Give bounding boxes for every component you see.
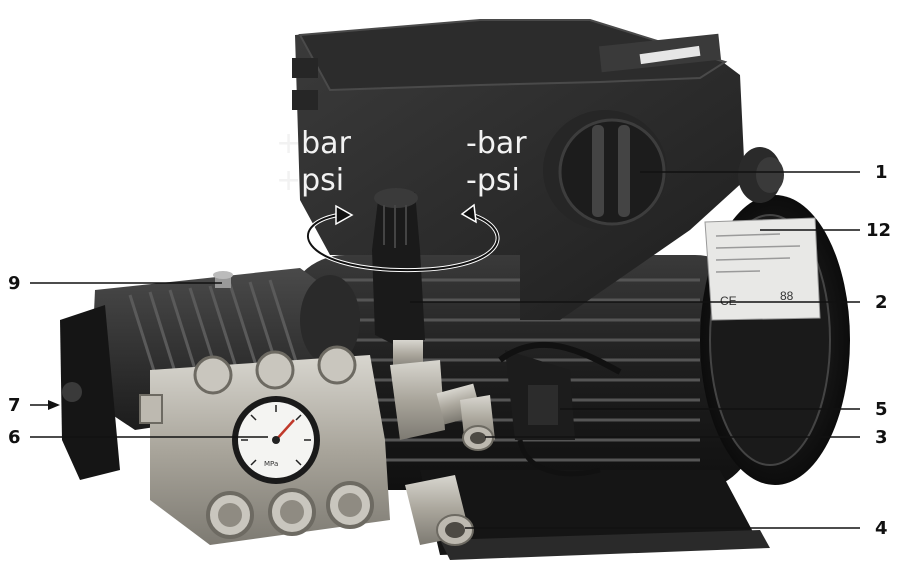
callout-5: 5 <box>875 399 888 420</box>
rotation-arrow <box>306 203 500 273</box>
pressure-gauge: MPa <box>232 396 320 484</box>
cable-gland <box>738 147 784 203</box>
pump-side-arrow <box>48 400 60 410</box>
outlet-fitting <box>460 395 495 451</box>
callout-2: 2 <box>875 292 888 313</box>
callout-9: 9 <box>8 273 21 294</box>
decrease-bar-label: -bar <box>466 126 527 161</box>
callout-3: 3 <box>875 427 888 448</box>
inlet-fitting <box>405 475 474 546</box>
gauge-unit: MPa <box>264 460 278 468</box>
callout-1: 1 <box>875 162 888 183</box>
decrease-psi-label: -psi <box>466 163 520 198</box>
callout-12: 12 <box>866 220 891 241</box>
increase-bar-label: +bar <box>276 126 352 161</box>
pressure-switch <box>498 341 622 477</box>
ce-mark: CE <box>720 294 737 308</box>
motor-switch <box>543 110 667 230</box>
callout-4: 4 <box>875 518 888 539</box>
increase-psi-label: +psi <box>276 163 344 198</box>
nameplate-rating: 88 <box>780 289 794 303</box>
oil-cap <box>213 271 233 288</box>
callout-7: 7 <box>8 395 21 416</box>
motor-nameplate: CE 88 <box>704 217 821 321</box>
callout-6: 6 <box>8 427 21 448</box>
pump-manifold <box>139 345 390 545</box>
